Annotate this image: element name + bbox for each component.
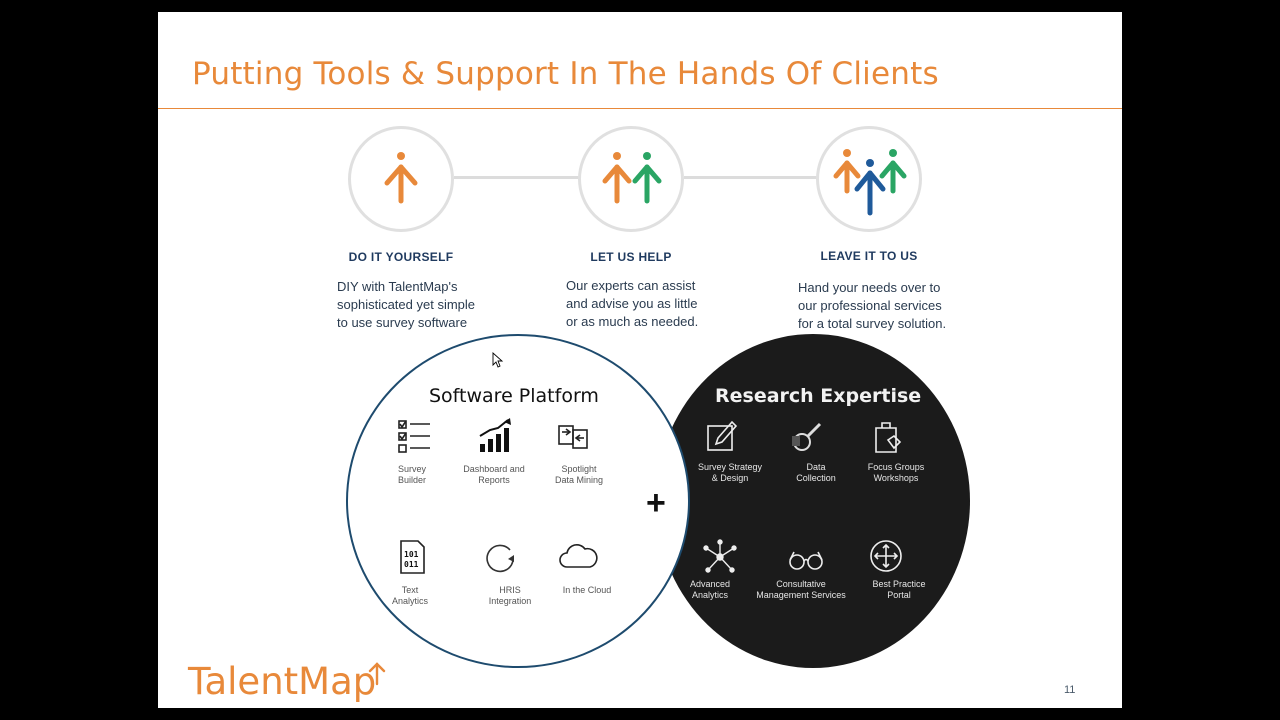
feature-label-best-practice: Best Practice Portal bbox=[872, 579, 926, 600]
step-circle-help bbox=[578, 126, 684, 232]
step-heading-leave: LEAVE IT TO US bbox=[820, 249, 918, 263]
feature-label-hris: HRIS Integration bbox=[488, 585, 532, 606]
step-description-leave: Hand your needs over to our professional… bbox=[798, 280, 947, 331]
feature-label-dashboard-reports: Dashboard and Reports bbox=[463, 464, 525, 485]
feature-label-cloud: In the Cloud bbox=[562, 585, 612, 595]
research-expertise-title: Research Expertise bbox=[715, 385, 922, 407]
title-divider bbox=[158, 108, 1122, 109]
feature-label-data-collection: Data Collection bbox=[796, 462, 836, 483]
step-connector bbox=[684, 176, 820, 179]
two-people-arrow-icon bbox=[602, 152, 662, 204]
step-heading-diy: DO IT YOURSELF bbox=[348, 250, 454, 264]
data-exchange-icon bbox=[554, 420, 594, 458]
network-icon bbox=[700, 538, 740, 576]
svg-text:101: 101 bbox=[404, 550, 419, 559]
single-person-arrow-icon bbox=[384, 152, 418, 204]
magnifier-icon bbox=[786, 418, 826, 456]
edit-pencil-icon bbox=[702, 418, 742, 456]
software-platform-circle bbox=[346, 334, 690, 668]
move-arrows-icon bbox=[866, 537, 906, 575]
research-expertise-circle bbox=[656, 334, 970, 668]
svg-text:011: 011 bbox=[404, 560, 419, 569]
step-connector bbox=[454, 176, 584, 179]
slide: Putting Tools & Support In The Hands Of … bbox=[158, 12, 1122, 708]
feature-label-focus-groups: Focus Groups Workshops bbox=[867, 462, 925, 483]
plus-symbol: + bbox=[646, 484, 666, 522]
page-number: 11 bbox=[1064, 684, 1076, 696]
checklist-icon bbox=[396, 418, 436, 456]
cloud-icon bbox=[558, 537, 598, 575]
feature-label-advanced-analytics: Advanced Analytics bbox=[689, 579, 731, 600]
three-people-arrow-icon bbox=[833, 149, 907, 216]
feature-label-text-analytics: Text Analytics bbox=[391, 585, 428, 606]
software-platform-title: Software Platform bbox=[429, 385, 599, 407]
feature-label-spotlight: Spotlight Data Mining bbox=[554, 464, 604, 485]
refresh-icon bbox=[480, 538, 520, 576]
step-description-help: Our experts can assist and advise you as… bbox=[566, 278, 699, 329]
mouse-cursor-icon bbox=[492, 352, 504, 368]
clipboard-hand-icon bbox=[868, 418, 908, 456]
step-circle-leave bbox=[816, 126, 922, 232]
bar-chart-icon bbox=[476, 418, 516, 456]
feature-label-consultative: Consultative Management Services bbox=[756, 579, 846, 600]
glasses-icon bbox=[786, 542, 826, 580]
step-description-diy: DIY with TalentMap's sophisticated yet s… bbox=[337, 279, 476, 330]
binary-file-icon: 101 011 bbox=[392, 538, 432, 576]
talentmap-logo: TalentMap bbox=[188, 660, 377, 703]
feature-label-survey-strategy: Survey Strategy & Design bbox=[697, 462, 763, 483]
step-circle-diy bbox=[348, 126, 454, 232]
logo-arrow-icon bbox=[368, 662, 386, 686]
feature-label-survey-builder: Survey Builder bbox=[397, 464, 426, 485]
slide-title: Putting Tools & Support In The Hands Of … bbox=[192, 56, 939, 92]
step-heading-help: LET US HELP bbox=[590, 250, 672, 264]
